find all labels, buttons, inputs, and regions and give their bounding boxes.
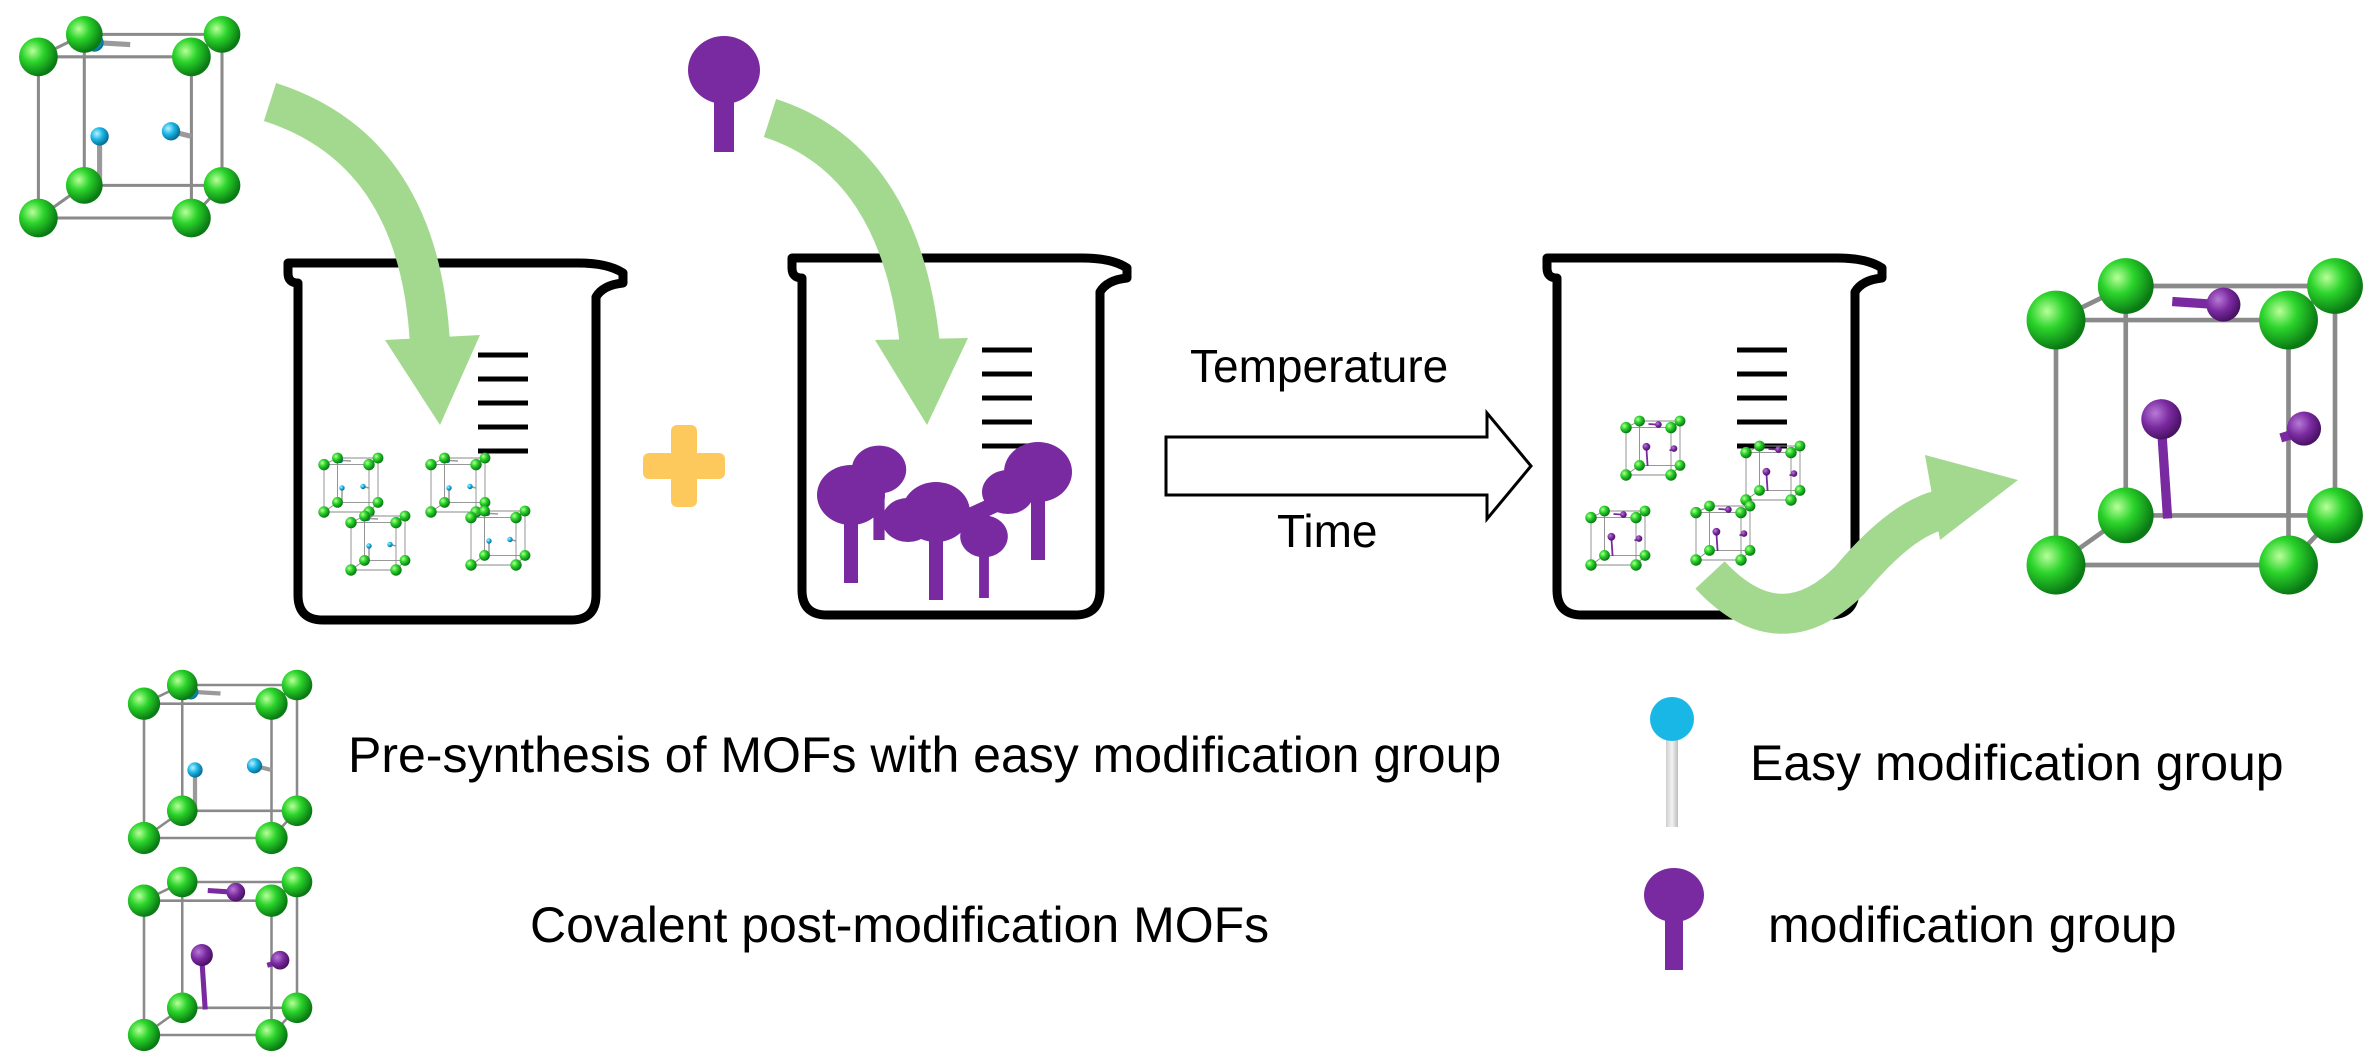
arrow-bottom-label: Time (1277, 505, 1378, 557)
plus-icon (643, 425, 725, 507)
modification-group-icon (817, 442, 1072, 600)
arrow-top-label: Temperature (1190, 340, 1449, 392)
process-arrow-icon (1164, 408, 1533, 524)
beaker-icon (1547, 258, 1882, 615)
legend-mof-presynthesis-text: Pre-synthesis of MOFs with easy modifica… (348, 727, 1502, 783)
legend-mof-postmod-text: Covalent post-modification MOFs (530, 897, 1270, 953)
legend-easy-group-text: Easy modification group (1750, 735, 2284, 791)
legend-mod-group-text: modification group (1768, 897, 2177, 953)
mof-cube-icon (128, 670, 312, 854)
easy-modification-group-icon (1650, 697, 1694, 827)
beaker-icon (288, 263, 623, 620)
curved-arrow-icon (763, 98, 968, 425)
beaker-icon (792, 258, 1127, 615)
modification-group-icon (1644, 868, 1704, 970)
curved-arrow-icon (263, 82, 480, 425)
curved-arrow-icon (1695, 455, 2018, 634)
mof-cube-icon (2027, 258, 2363, 594)
mof-cube-icon (19, 16, 240, 237)
modification-group-icon (688, 36, 760, 152)
mof-cube-icon (128, 867, 312, 1051)
